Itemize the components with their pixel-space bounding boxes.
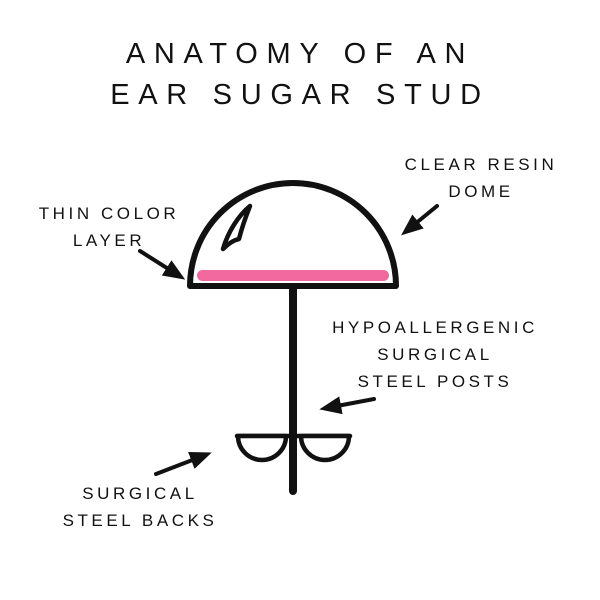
label-surgical-steel-backs: SURGICAL STEEL BACKS	[33, 480, 247, 534]
back-right-disc	[298, 433, 352, 463]
label-surgical-steel-backs-line-2: STEEL BACKS	[62, 511, 218, 530]
arrow-to-color-layer-icon	[138, 249, 186, 280]
label-clear-resin-dome-line-2: DOME	[448, 182, 514, 201]
color-layer-bar	[197, 270, 389, 281]
label-clear-resin-dome: CLEAR RESIN DOME	[383, 151, 579, 205]
page-title-line-2: EAR SUGAR STUD	[110, 79, 490, 111]
label-thin-color-layer-line-1: THIN COLOR	[38, 204, 180, 223]
label-thin-color-layer: THIN COLOR LAYER	[18, 200, 200, 254]
back-left-disc	[235, 433, 289, 463]
label-surgical-steel-backs-line-1: SURGICAL	[82, 484, 198, 503]
label-surgical-steel-posts: HYPOALLERGENIC SURGICAL STEEL POSTS	[313, 314, 557, 395]
arrow-to-back-icon	[154, 452, 212, 476]
dome-outline	[187, 180, 399, 289]
label-surgical-steel-posts-line-3: STEEL POSTS	[357, 372, 513, 391]
page-title-line-1: ANATOMY OF AN	[125, 38, 475, 70]
arrow-to-post-icon	[319, 396, 376, 415]
arrow-to-dome-icon	[401, 204, 439, 236]
label-clear-resin-dome-line-1: CLEAR RESIN	[404, 155, 558, 174]
page-title: ANATOMY OF AN EAR SUGAR STUD	[0, 34, 600, 116]
dome-highlight-icon	[220, 203, 253, 252]
label-thin-color-layer-line-2: LAYER	[72, 231, 146, 250]
label-surgical-steel-posts-line-1: HYPOALLERGENIC	[332, 318, 538, 337]
label-surgical-steel-posts-line-2: SURGICAL	[377, 345, 493, 364]
